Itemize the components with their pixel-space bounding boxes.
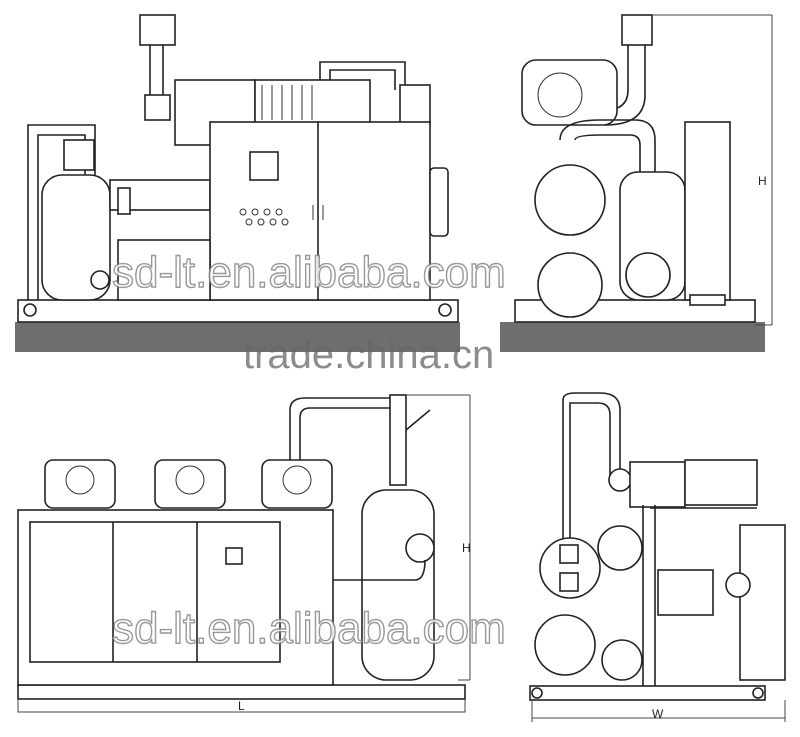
dimension-label-height: H — [758, 174, 767, 188]
top-front-view — [15, 14, 460, 352]
shadow-band — [15, 322, 460, 352]
watermark-middle: trade.china.cn — [243, 333, 494, 377]
dimension-label-height: H — [462, 541, 471, 555]
compressor-heads — [44, 459, 333, 509]
top-side-view: H — [500, 14, 773, 352]
bottom-side-view: W — [529, 392, 786, 722]
watermark-bottom: sd-lt.en.alibaba.com — [112, 604, 506, 653]
bottom-front-view: L H — [17, 394, 471, 713]
dimension-label-length: L — [238, 699, 245, 713]
shadow-band — [500, 322, 765, 352]
dimension-label-width: W — [652, 707, 664, 721]
watermark-top: sd-lt.en.alibaba.com — [112, 248, 506, 297]
